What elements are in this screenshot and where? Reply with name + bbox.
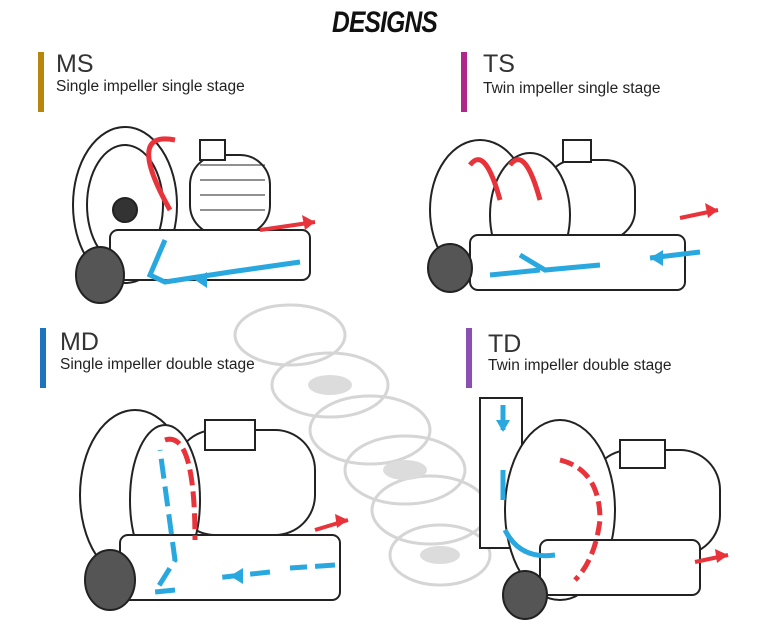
ts-accent-bar — [461, 52, 467, 112]
td-code: TD — [488, 330, 522, 358]
ms-code: MS — [56, 50, 94, 78]
ts-code: TS — [483, 50, 515, 78]
md-accent-bar — [40, 328, 46, 388]
md-description: Single impeller double stage — [60, 356, 255, 373]
td-description: Twin impeller double stage — [488, 357, 672, 374]
page-title: DESIGNS — [332, 6, 438, 39]
ts-description: Twin impeller single stage — [483, 80, 661, 97]
ms-accent-bar — [38, 52, 44, 112]
md-code: MD — [60, 328, 99, 356]
td-accent-bar — [466, 328, 472, 388]
ms-description: Single impeller single stage — [56, 78, 245, 95]
